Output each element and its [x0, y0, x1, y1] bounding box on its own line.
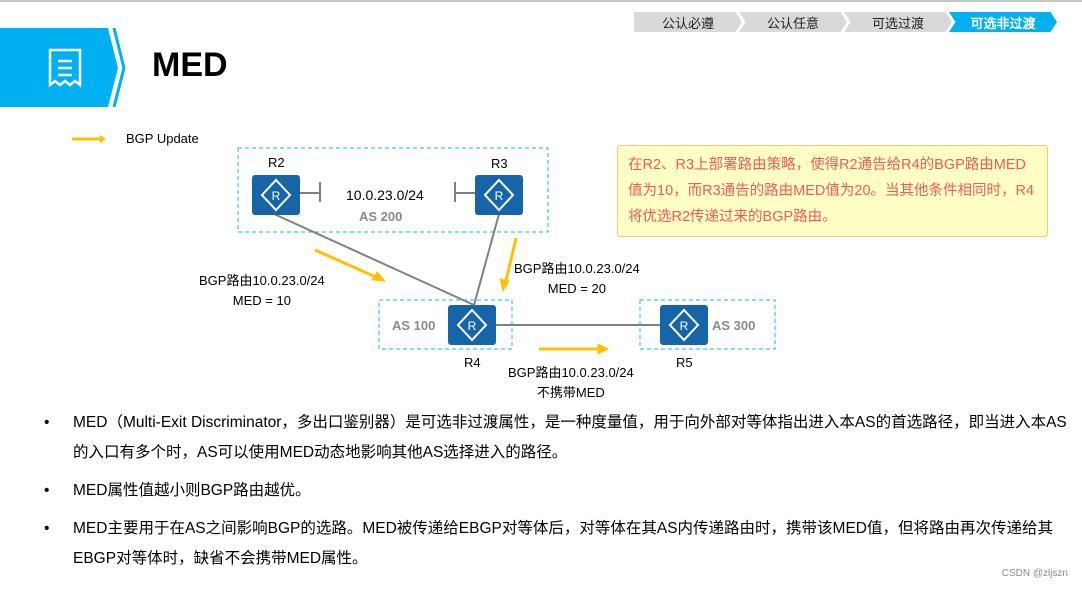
bullet-item: MED主要用于在AS之间影响BGP的选路。MED被传递给EBGP对等体后，对等体…: [44, 514, 1074, 574]
strategy-note: 在R2、R3上部署路由策略，使得R2通告给R4的BGP路由MED值为10，而R3…: [617, 145, 1048, 237]
svg-text:R: R: [680, 319, 689, 333]
as200-label: AS 200: [359, 209, 403, 224]
step-4-active: 可选非过渡: [949, 12, 1057, 32]
bullet-list: MED（Multi-Exit Discriminator，多出口鉴别器）是可选非…: [44, 408, 1074, 582]
legend-label: BGP Update: [126, 131, 199, 146]
topology-diagram: R R R R: [72, 135, 776, 355]
as300-label: AS 300: [712, 318, 756, 333]
router-r4-icon: [448, 305, 496, 345]
r4-update-med: 不携带MED: [536, 385, 605, 400]
as100-label: AS 100: [392, 318, 436, 333]
router-icons: R R R R: [252, 175, 708, 345]
r3-update-route: BGP路由10.0.23.0/24: [514, 261, 640, 276]
bullet-item: MED（Multi-Exit Discriminator，多出口鉴别器）是可选非…: [44, 408, 1074, 468]
link-r2-r4: [273, 213, 475, 306]
step-1: 公认必遵: [634, 12, 742, 32]
r2-update-med: MED = 10: [232, 293, 291, 308]
receipt-icon: [48, 48, 82, 88]
svg-text:R: R: [495, 189, 504, 203]
step-2: 公认任意: [739, 12, 847, 32]
banner-edge: [112, 28, 126, 107]
title-banner: [0, 28, 118, 107]
r2-update-route: BGP路由10.0.23.0/24: [199, 273, 325, 288]
r3-update-med: MED = 20: [547, 281, 606, 296]
r4-update-route: BGP路由10.0.23.0/24: [508, 365, 634, 380]
watermark: CSDN @zljszn: [1001, 568, 1068, 579]
router-r3-icon: [475, 175, 523, 215]
r4-update-label: BGP路由10.0.23.0/24 不携带MED: [508, 363, 634, 403]
svg-text:R: R: [272, 189, 281, 203]
top-divider: [0, 0, 1082, 2]
page-title: MED: [152, 46, 228, 84]
r3-label: R3: [491, 156, 508, 171]
step-3: 可选过渡: [844, 12, 952, 32]
router-r2-icon: [252, 175, 300, 215]
link-r3-r4: [473, 213, 500, 306]
svg-text:R: R: [468, 319, 477, 333]
r5-label: R5: [676, 355, 693, 370]
attribute-steps: 公认必遵 公认任意 可选过渡 可选非过渡: [634, 12, 1057, 32]
bullet-item: MED属性值越小则BGP路由越优。: [44, 476, 1074, 506]
network-label: 10.0.23.0/24: [346, 187, 424, 203]
as200-box: [237, 147, 549, 233]
router-r5-icon: [660, 305, 708, 345]
r2-label: R2: [268, 155, 285, 170]
r4-label: R4: [464, 355, 481, 370]
